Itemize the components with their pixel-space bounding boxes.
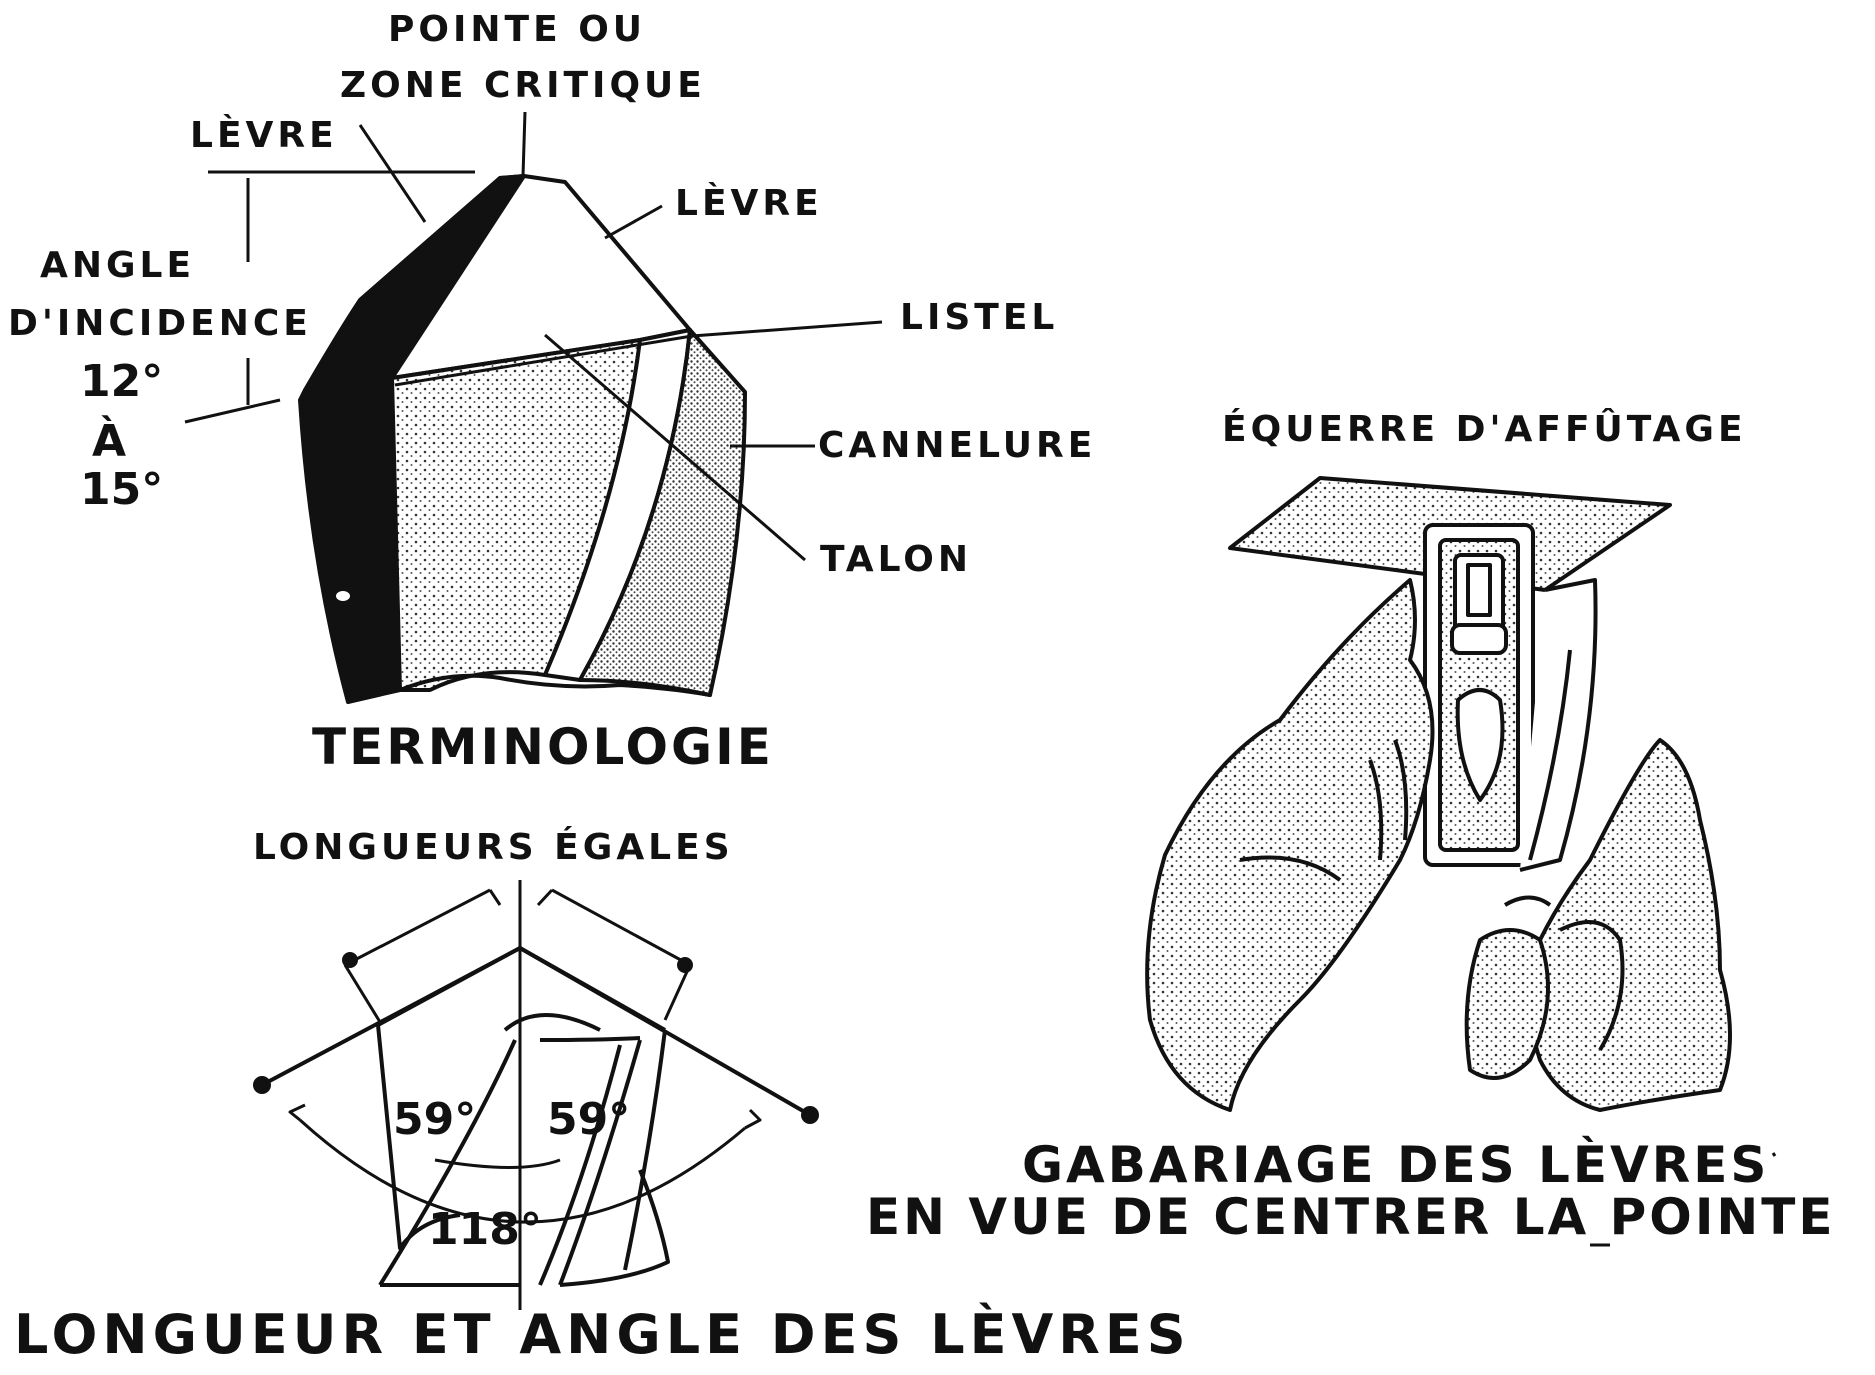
terminology-leader-lines [184, 111, 883, 562]
label-angle-left: 59° [393, 1094, 477, 1145]
label-angle-to: 15° [80, 464, 164, 515]
label-levre-left: LÈVRE [190, 115, 338, 156]
label-talon: TALON [820, 539, 973, 580]
label-pointe-line2: ZONE CRITIQUE [340, 65, 706, 106]
drill-tip-illustration-icon [298, 174, 747, 704]
label-pointe-line1: POINTE OU [388, 9, 647, 50]
ink-marks [1590, 1152, 1777, 1247]
caption-gauge-line1: GABARIAGE DES LÈVRES [1022, 1136, 1770, 1194]
label-angle-right: 59° [547, 1094, 631, 1145]
label-angle-line2: D'INCIDENCE [8, 303, 312, 344]
label-angle-to-word: À [92, 416, 127, 467]
label-cannelure: CANNELURE [818, 425, 1097, 466]
label-gauge-title: ÉQUERRE D'AFFÛTAGE [1222, 409, 1747, 450]
lip-angle-diagram-icon [253, 880, 819, 1310]
caption-terminologie: TERMINOLOGIE [312, 718, 774, 776]
label-equal-lengths: LONGUEURS ÉGALES [253, 827, 734, 868]
label-levre-right: LÈVRE [675, 183, 823, 224]
caption-longueur-angle: LONGUEUR ET ANGLE DES LÈVRES [14, 1303, 1191, 1366]
hands-with-gauge-icon [1145, 476, 1732, 1112]
label-listel: LISTEL [900, 297, 1059, 338]
caption-gauge-line2: EN VUE DE CENTRER LA POINTE [866, 1188, 1836, 1246]
label-angle-line1: ANGLE [40, 245, 196, 286]
label-angle-from: 12° [80, 356, 164, 407]
label-angle-total: 118° [428, 1204, 542, 1255]
